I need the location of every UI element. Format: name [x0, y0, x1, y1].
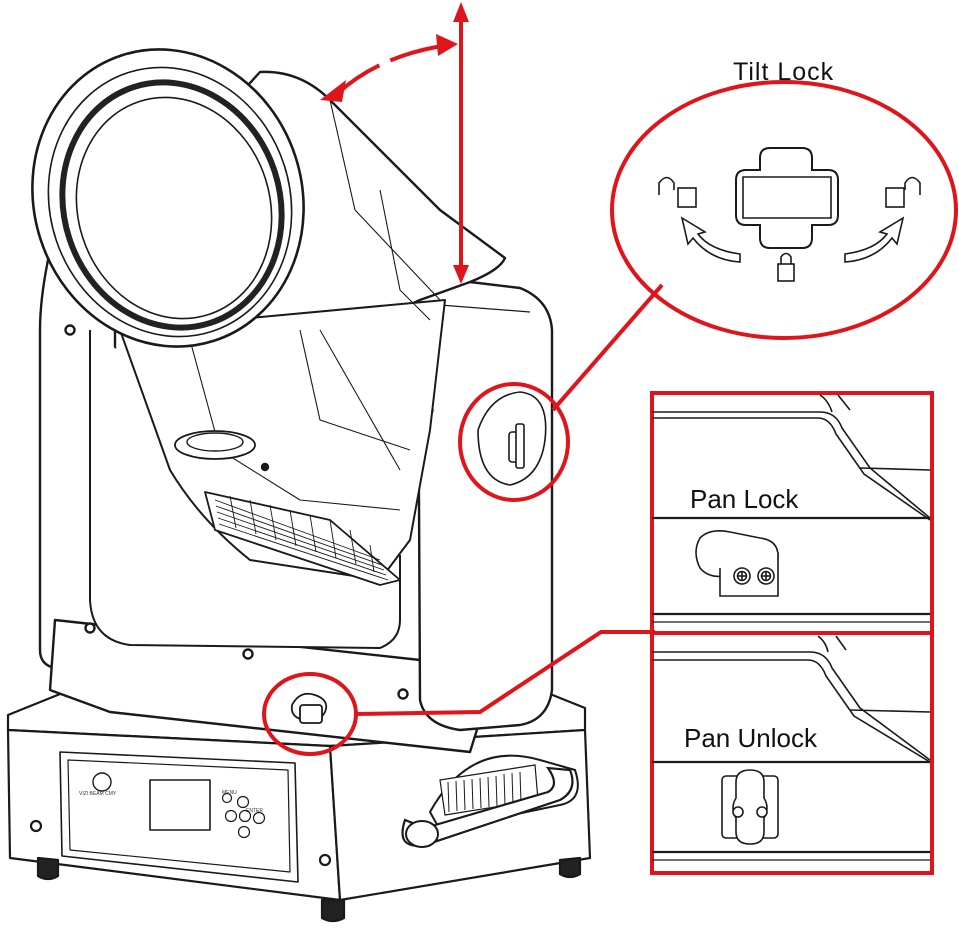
tilt-lock-label: Tilt Lock: [733, 58, 835, 86]
tilt-arc-arrow-icon: [320, 34, 458, 102]
pan-unlock-detail-box: [650, 631, 934, 875]
lock-icon: [777, 252, 795, 282]
pan-lock-label: Pan Lock: [690, 484, 799, 514]
pan-lock-knob: [290, 692, 328, 724]
tilt-lock-knob: [477, 391, 547, 486]
unlock-icon: [885, 176, 921, 208]
tilt-lock-detail: [658, 147, 921, 282]
pan-lock-detail: [652, 394, 931, 623]
curved-arrow-icon: [680, 216, 905, 263]
control-enter-label: ENTER: [246, 808, 263, 814]
tilt-lock-callout-circle: [458, 382, 570, 502]
screw-icon: [757, 567, 775, 585]
base-handle: [401, 754, 579, 848]
control-menu-label: MENU: [222, 790, 237, 796]
pan-unlock-detail: [652, 635, 931, 861]
screw-icon: [733, 567, 751, 585]
fixture-head: [31, 48, 507, 586]
fixture-brand-caption: VIZI BEAM CMY: [79, 791, 117, 797]
tilt-vertical-arrow-icon: [453, 2, 469, 284]
tilt-lock-callout-ellipse: [610, 80, 958, 340]
callout-lines: [262, 80, 958, 875]
pan-unlock-label: Pan Unlock: [684, 723, 817, 753]
unlock-icon: [658, 176, 697, 208]
